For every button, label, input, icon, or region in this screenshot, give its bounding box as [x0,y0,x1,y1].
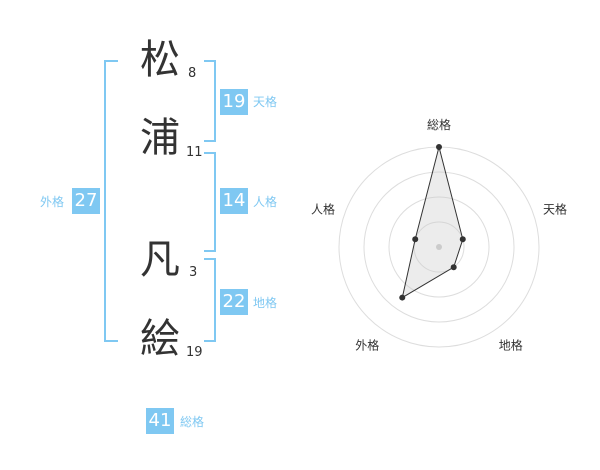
name-char-1: 松 [140,37,180,83]
radar-point-3 [399,294,406,301]
name-char-3: 凡 [140,237,180,283]
radar-point-4 [412,236,419,243]
stroke-count-1: 8 [188,66,197,81]
radar-ring [363,171,515,323]
radar-axis-label: 天格 [543,201,567,216]
soukaku-label: 総格 [180,415,205,429]
radar-axis-label: 外格 [355,338,379,353]
soukaku-value: 41 [146,408,174,434]
tenkaku-value: 19 [220,89,248,115]
chikaku-value: 22 [220,289,248,315]
radar-center [436,244,442,250]
name-char-2: 浦 [140,115,180,161]
radar-point-2 [450,264,457,271]
stroke-count-2: 11 [186,145,203,160]
chikaku-bracket [204,258,216,342]
radar-point-1 [459,236,466,243]
tenkaku-bracket [204,60,216,142]
chikaku-label: 地格 [253,296,278,310]
stroke-count-4: 19 [186,345,203,360]
jinkaku-bracket [204,152,216,252]
jinkaku-label: 人格 [253,195,278,209]
stroke-count-3: 3 [189,265,198,280]
gaikaku-bracket [104,60,118,342]
gaikaku-label: 外格 [40,195,65,209]
gaikaku-value: 27 [72,188,100,214]
radar-axis-label: 人格 [311,201,335,216]
jinkaku-value: 14 [220,188,248,214]
radar-axis-label: 総格 [427,117,451,132]
radar-ring [388,196,490,298]
name-char-4: 絵 [140,316,180,362]
radar-polygon [401,146,464,299]
tenkaku-label: 天格 [253,95,278,109]
radar-axis-label: 地格 [499,338,523,353]
radar-point-0 [436,144,442,150]
